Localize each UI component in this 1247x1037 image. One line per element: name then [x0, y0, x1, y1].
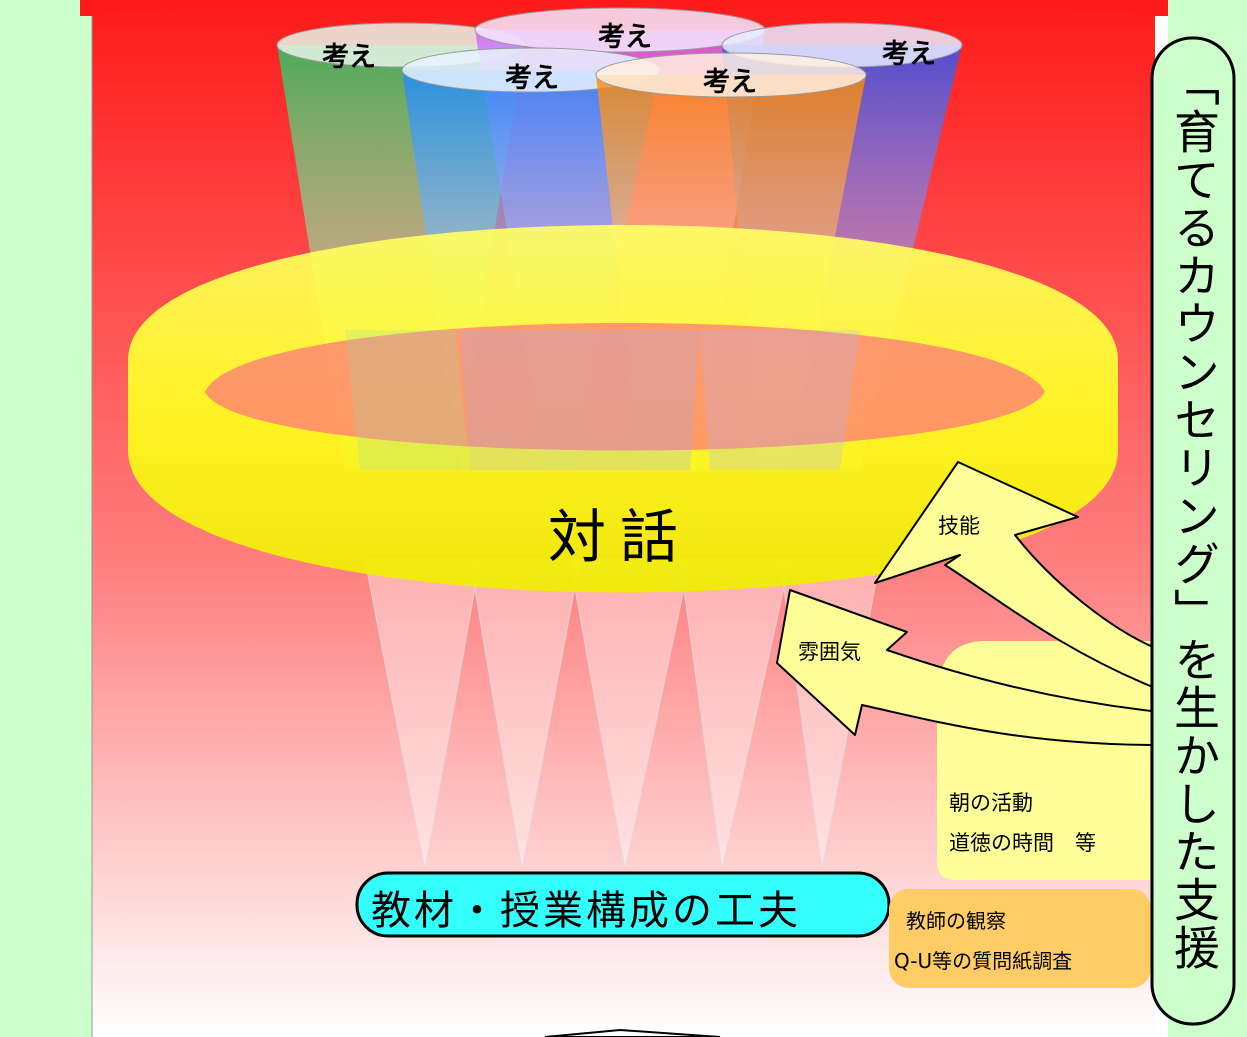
skill-arrow [874, 461, 1161, 691]
top-arrow-head [80, 0, 1168, 16]
skill-label: 技能 [938, 514, 980, 538]
thought-label-3: 考え [882, 39, 936, 70]
bottom-arrow-tip [544, 1028, 721, 1037]
thought-label-2: 考え [598, 22, 652, 53]
method-label: 教材・授業構成の工夫 [371, 888, 801, 934]
method-box [355, 871, 891, 938]
dialogue-label: 対話 [548, 503, 693, 571]
left-band [0, 0, 92, 1037]
activities-line-1: 朝の活動 [949, 791, 1033, 815]
survey-line-1: 教師の観察 [906, 909, 1006, 933]
atmosphere-label: 雰囲気 [798, 640, 861, 664]
survey-line-2: Q-U等の質問紙調査 [894, 949, 1073, 973]
thought-label-5: 考え [703, 67, 757, 98]
atmosphere-arrow [776, 589, 1161, 746]
thought-label-1: 考え [322, 42, 376, 73]
activities-line-2: 道徳の時間 等 [949, 831, 1096, 855]
survey-box [889, 889, 1151, 988]
support-box [1150, 36, 1236, 1026]
thought-label-4: 考え [505, 63, 559, 94]
dialogue-ring [128, 225, 1118, 593]
support-label: 「育てるカウンセリング」を生かした支援 [1167, 60, 1221, 972]
